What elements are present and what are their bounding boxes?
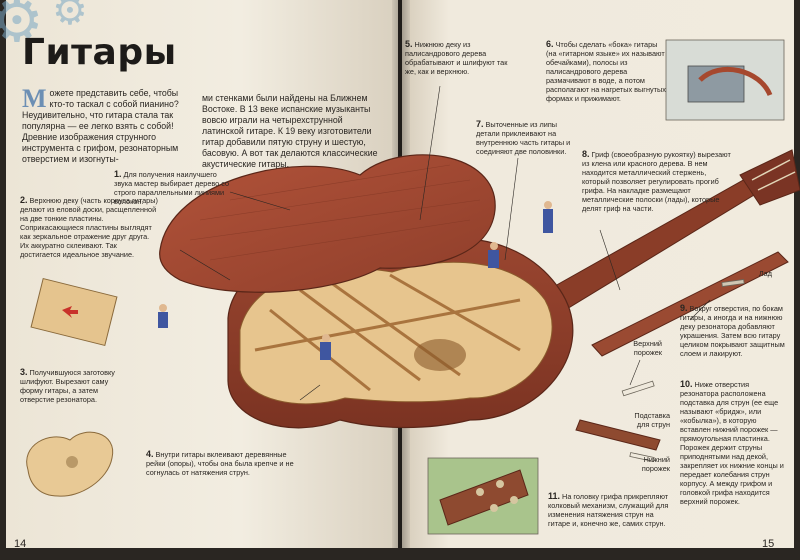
worker-figure <box>320 334 331 360</box>
step-9: 9. Вокруг отверстия, по бокам гитары, а … <box>680 303 785 359</box>
step-1: 1. Для получения наилучшего звука мастер… <box>114 169 230 207</box>
step-6: 6. Чтобы сделать «бока» гитары (на «гита… <box>546 39 666 104</box>
intro-paragraph-end: ми стенками были найдены на Ближнем Вост… <box>202 93 378 169</box>
intro-paragraph-start: Древние изображения струнного инструмент… <box>22 132 179 164</box>
worker-figure <box>488 242 499 268</box>
guitar-headstock <box>739 149 800 206</box>
page-number-left: 14 <box>14 538 27 550</box>
step-2: 2. Верхнюю деку (часть корпуса гитары) д… <box>20 195 158 260</box>
bottom-nut-piece <box>629 452 655 462</box>
page-number-right: 15 <box>762 538 775 550</box>
fingerboard-strip <box>591 251 789 357</box>
worker-figure <box>543 201 553 233</box>
intro-lead: ожете представить себе, чтобы кто-то тас… <box>22 88 179 131</box>
step-5: 5. Нижнюю деку из палисандрового дерева … <box>405 39 508 77</box>
label-bottom-nut: Нижний порожек <box>641 455 670 473</box>
step-8: 8. Гриф (своеобразную рукоятку) вырезают… <box>582 149 731 214</box>
sound-hole <box>414 339 466 371</box>
gear-icon: ⚙ <box>0 0 44 56</box>
step-7: 7. Выточенные из липы детали приклеивают… <box>476 119 571 157</box>
page-title: Гитары <box>22 32 177 73</box>
guitar-back-plate <box>159 154 496 293</box>
gear-icon: ⚙ <box>52 0 88 34</box>
fret-piece <box>721 279 745 287</box>
label-fret: Лад <box>758 269 772 278</box>
step-4: 4. Внутри гитары вклеивают деревянные ре… <box>146 449 294 478</box>
worker-figure <box>158 304 168 328</box>
label-bridge: Подставка для струн <box>634 411 670 429</box>
bridge-piece <box>575 419 661 451</box>
step-3: 3. Получившуюся заготовку шлифуют. Вырез… <box>20 367 115 405</box>
step-10: 10. Ниже отверстия резонатора расположен… <box>680 379 784 507</box>
dropcap: М <box>22 84 47 113</box>
label-top-nut: Верхний порожек <box>633 339 662 357</box>
guitar-illustration <box>26 39 800 535</box>
step-11: 11. На головку грифа прикрепляют колковы… <box>548 491 669 529</box>
top-nut-piece <box>621 380 655 397</box>
